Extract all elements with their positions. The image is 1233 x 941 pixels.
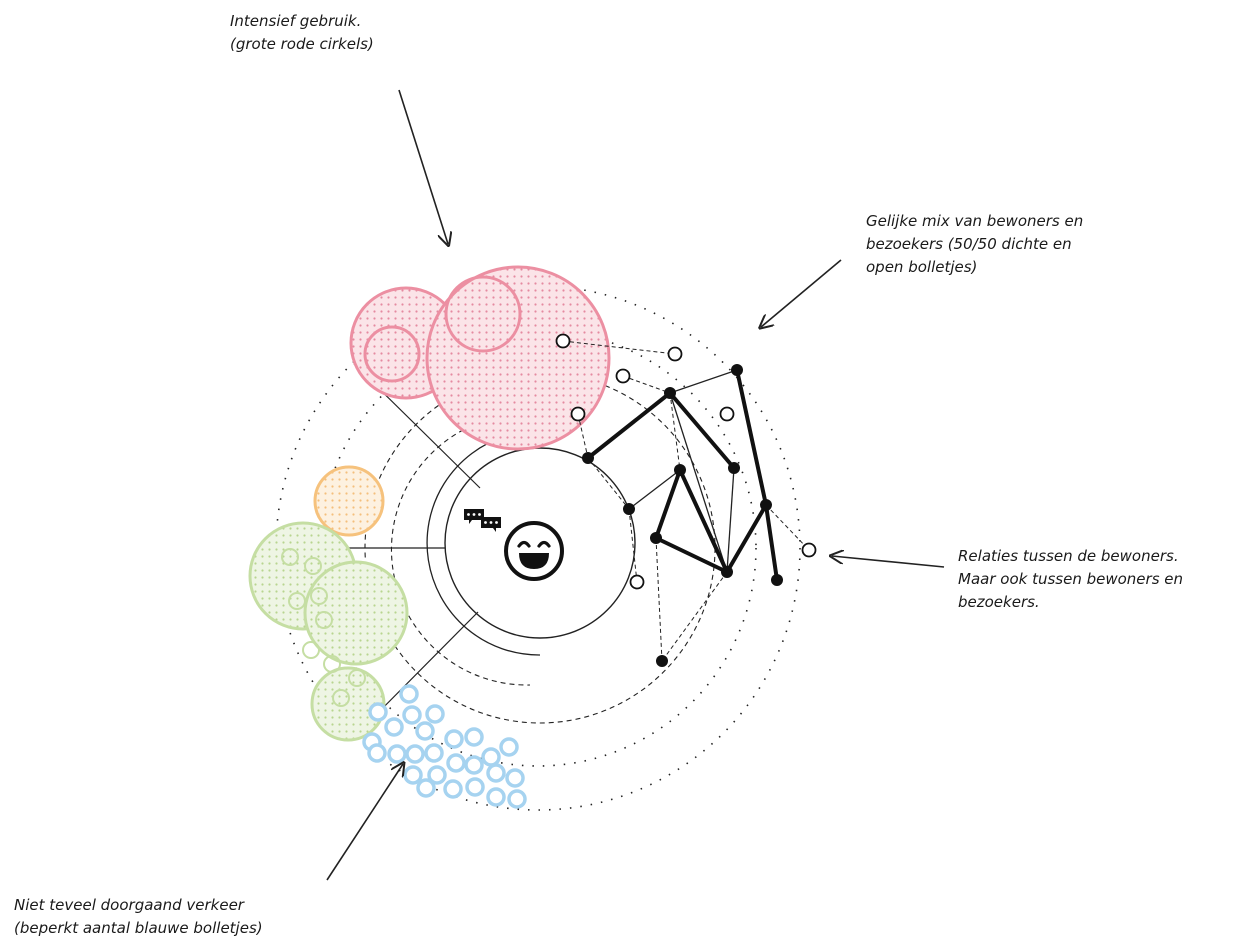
annotation-mix-line-3: open bolletjes)	[866, 258, 978, 276]
inner-solid-arc	[426, 435, 541, 656]
annotation-intensief-line-2: (grote rode cirkels)	[230, 35, 374, 53]
smiley-face-icon	[504, 521, 564, 581]
annotation-mix: Gelijke mix van bewoners en bezoekers (5…	[866, 210, 1083, 279]
orange-circle	[313, 465, 385, 537]
annotation-relaties-line-3: bezoekers.	[958, 593, 1040, 611]
network-thin-links	[628, 369, 738, 573]
arrow-verkeer	[326, 764, 403, 881]
annotation-intensief: Intensief gebruik. (grote rode cirkels)	[230, 10, 374, 56]
annotation-mix-line-2: bezoekers (50/50 dichte en	[866, 235, 1072, 253]
visitor-nodes	[555, 333, 817, 590]
arrow-intensief	[398, 89, 448, 244]
red-circle-small-top	[444, 275, 522, 353]
resident-nodes	[582, 364, 783, 667]
annotation-relaties-line-2: Maar ook tussen bewoners en	[958, 570, 1184, 588]
annotation-relaties-line-1: Relaties tussen de bewoners.	[958, 547, 1179, 565]
red-circle-small-left	[363, 325, 421, 383]
outer-dotted-ring	[275, 285, 801, 811]
green-circles	[248, 521, 409, 742]
arrow-mix	[761, 259, 842, 327]
annotation-verkeer: Niet teveel doorgaand verkeer (beperkt a…	[14, 894, 263, 940]
annotation-verkeer-line-2: (beperkt aantal blauwe bolletjes)	[14, 919, 263, 937]
annotation-relaties: Relaties tussen de bewoners. Maar ook tu…	[958, 545, 1183, 614]
annotation-verkeer-line-1: Niet teveel doorgaand verkeer	[14, 896, 244, 914]
annotation-intensief-line-1: Intensief gebruik.	[230, 12, 362, 30]
blue-circles	[362, 684, 527, 809]
red-circles	[349, 265, 611, 451]
network-dashed-links	[562, 340, 810, 662]
annotation-arrows	[326, 89, 945, 881]
red-circle-large	[425, 265, 611, 451]
chat-bubbles-icon	[464, 509, 501, 532]
green-circle-mid	[303, 560, 409, 666]
annotation-mix-line-1: Gelijke mix van bewoners en	[866, 212, 1084, 230]
arrow-relaties	[832, 556, 945, 568]
green-circle-low	[310, 666, 386, 742]
middle-dotted-ring	[319, 329, 757, 767]
